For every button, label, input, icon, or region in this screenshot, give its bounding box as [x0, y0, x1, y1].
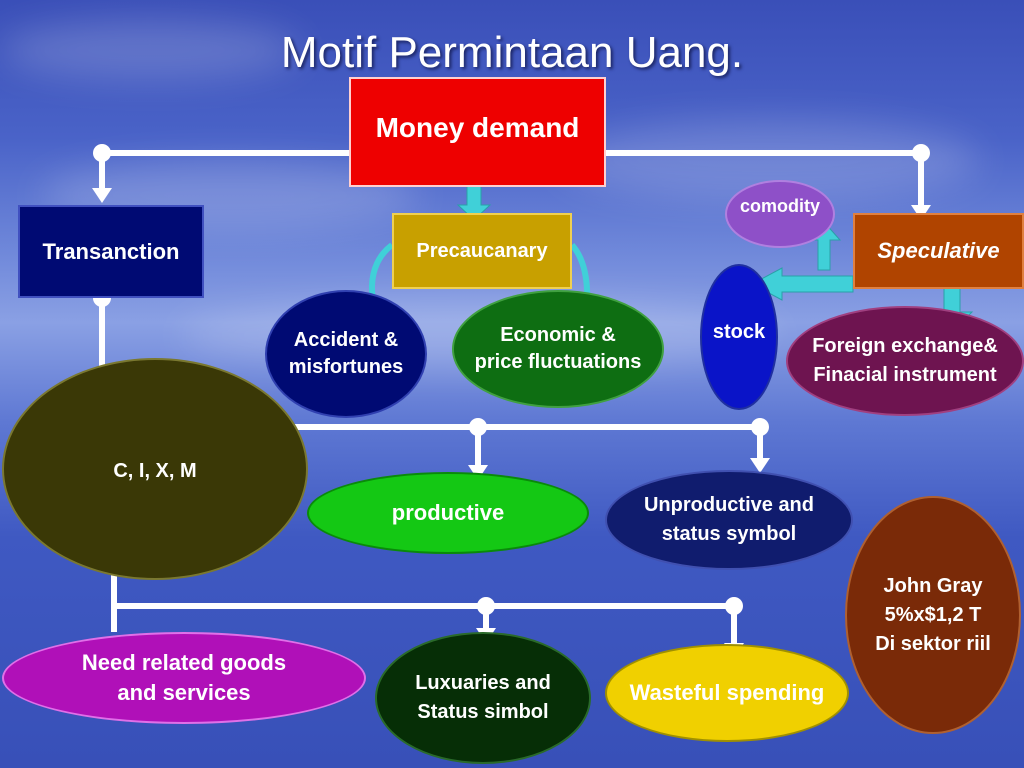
- stock-label: stock: [712, 320, 766, 343]
- money-demand-label: Money demand: [375, 112, 580, 143]
- connector-dot: [469, 418, 487, 436]
- accident-label-line2: misfortunes: [288, 356, 404, 378]
- speculative-box: Speculative: [853, 213, 1024, 289]
- luxuries-label-line2: Status simbol: [417, 701, 549, 723]
- unproductive-oval: Unproductive and status symbol: [605, 470, 853, 570]
- forex-oval: Foreign exchange& Finacial instrument: [786, 306, 1024, 416]
- luxuries-label-line1: Luxuaries and: [415, 672, 551, 694]
- need-related-oval: Need related goods and services: [2, 632, 366, 724]
- money-demand-box: Money demand: [349, 77, 606, 187]
- arrow-head: [911, 205, 931, 220]
- cloud-decoration: [0, 20, 300, 80]
- connector-dot: [751, 418, 769, 436]
- forex-label-line1: Foreign exchange&: [812, 335, 998, 357]
- transaction-label: Transanction: [42, 238, 180, 264]
- page-title: Motif Permintaan Uang.: [280, 28, 744, 77]
- accident-label-line1: Accident &: [293, 329, 399, 351]
- unproductive-label-line2: status symbol: [661, 523, 797, 545]
- forex-label-line2: Finacial instrument: [813, 364, 997, 386]
- economic-oval: Economic & price fluctuations: [452, 290, 664, 408]
- john-gray-label-line1: John Gray: [883, 574, 983, 597]
- comodity-oval: comodity: [725, 180, 835, 248]
- accident-oval: Accident & misfortunes: [265, 290, 427, 418]
- transaction-box: Transanction: [18, 205, 204, 298]
- john-gray-label-line3: Di sektor riil: [875, 632, 991, 655]
- precautionary-label: Precaucanary: [416, 239, 548, 262]
- unproductive-label-line1: Unproductive and: [643, 494, 814, 516]
- connector-dot: [912, 144, 930, 162]
- connector-dot: [93, 144, 111, 162]
- comodity-label: comodity: [739, 195, 820, 216]
- productive-label: productive: [391, 500, 505, 525]
- productive-oval: productive: [307, 472, 589, 554]
- arrow-head: [92, 188, 112, 203]
- connector-dot: [477, 597, 495, 615]
- need-related-label-line1: Need related goods: [81, 650, 287, 675]
- john-gray-label-line2: 5%x$1,2 T: [884, 603, 982, 626]
- wasteful-label: Wasteful spending: [629, 680, 825, 705]
- speculative-label: Speculative: [877, 238, 1000, 263]
- economic-label-line2: price fluctuations: [474, 351, 642, 373]
- economic-label-line1: Economic &: [500, 324, 616, 346]
- luxuries-oval: Luxuaries and Status simbol: [375, 632, 591, 764]
- cixm-oval: C, I, X, M: [2, 358, 308, 580]
- connector-dot: [725, 597, 743, 615]
- stock-oval: stock: [700, 264, 778, 410]
- john-gray-oval: John Gray 5%x$1,2 T Di sektor riil: [845, 496, 1021, 734]
- need-related-label-line2: and services: [117, 680, 251, 705]
- cixm-label: C, I, X, M: [113, 460, 197, 482]
- wasteful-oval: Wasteful spending: [605, 644, 849, 742]
- precautionary-box: Precaucanary: [392, 213, 572, 289]
- arrow-head: [750, 458, 770, 473]
